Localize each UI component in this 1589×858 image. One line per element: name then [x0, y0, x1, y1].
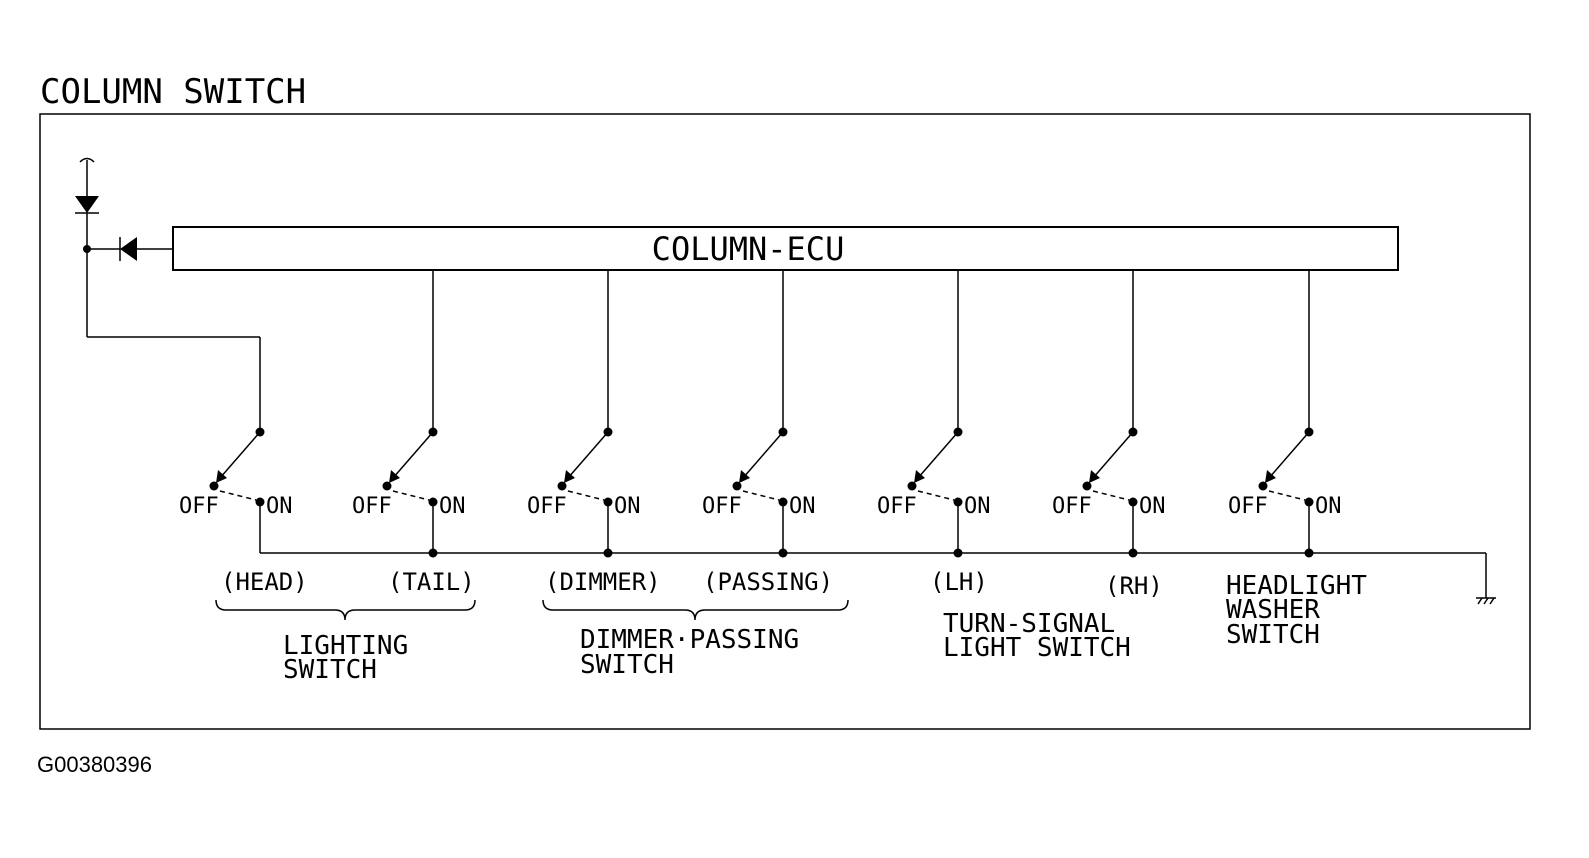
switch-off-contact-6 [1082, 481, 1092, 491]
switch-off-label-2: OFF [352, 494, 392, 519]
group-lighting-line1: LIGHTING [283, 631, 408, 661]
dimmer-passing-brace [542, 599, 849, 621]
label-rh: (RH) [1105, 572, 1163, 600]
switch-off-label-5: OFF [877, 494, 917, 519]
label-tail: (TAIL) [388, 568, 475, 596]
diode-left-icon [120, 237, 137, 261]
switch-off-label-1: OFF [179, 494, 219, 519]
switch-link-3 [567, 490, 605, 501]
diode-down-icon [75, 196, 99, 213]
label-dimmer: (DIMMER) [545, 568, 661, 596]
group-washer-line2: WASHER [1226, 595, 1320, 625]
switch-blade-5 [917, 431, 959, 479]
switch-link-5 [917, 490, 955, 501]
switch-on-label-2: ON [439, 494, 466, 519]
label-head: (HEAD) [221, 568, 308, 596]
lighting-brace [215, 599, 476, 621]
switch-array: OFF ON OFF ON OFF ON OFF ON OFF ON OFF ON OFF ON [179, 270, 1342, 558]
group-dimmer-passing-line1: DIMMER·PASSING [580, 625, 799, 655]
switch-on-label-5: ON [964, 494, 991, 519]
switch-off-contact-3 [557, 481, 567, 491]
group-washer-line3: SWITCH [1226, 620, 1320, 650]
switch-link-4 [742, 490, 780, 501]
switch-arrow-icon [564, 470, 575, 483]
figure-id: G00380396 [37, 752, 152, 777]
switch-on-label-3: ON [614, 494, 641, 519]
switch-link-7 [1268, 490, 1306, 501]
ecu-label: COLUMN-ECU [652, 230, 845, 268]
switch-on-label-1: ON [266, 494, 293, 519]
switch-blade-6 [1092, 431, 1134, 479]
switch-off-label-6: OFF [1052, 494, 1092, 519]
switch-link-6 [1092, 490, 1130, 501]
group-turn-signal-line1: TURN-SIGNAL [943, 609, 1115, 639]
switch-blade-4 [742, 431, 784, 479]
switch-arrow-icon [739, 470, 750, 483]
switch-blade-3 [567, 431, 609, 479]
switch-on-label-4: ON [789, 494, 816, 519]
ground-bus [260, 552, 1496, 605]
group-dimmer-passing-line2: SWITCH [580, 650, 674, 680]
switch-off-contact-7 [1258, 481, 1268, 491]
switch-off-label-7: OFF [1228, 494, 1268, 519]
switch-link-2 [392, 490, 430, 501]
group-lighting-line2: SWITCH [283, 655, 377, 685]
switch-off-label-4: OFF [702, 494, 742, 519]
group-turn-signal-line2: LIGHT SWITCH [943, 633, 1131, 663]
switch-on-label-7: ON [1315, 494, 1342, 519]
switch-blade-7 [1268, 431, 1310, 479]
switch-blade-2 [392, 431, 434, 479]
group-washer-line1: HEADLIGHT [1226, 571, 1367, 601]
switch-off-contact-1 [209, 481, 219, 491]
switch-arrow-icon [1089, 470, 1100, 483]
switch-arrow-icon [1265, 470, 1276, 483]
label-passing: (PASSING) [703, 568, 833, 596]
switch-off-contact-2 [382, 481, 392, 491]
diagram-title: COLUMN SWITCH [40, 72, 306, 112]
switch-link-1 [219, 490, 257, 501]
switch-on-label-6: ON [1139, 494, 1166, 519]
label-lh: (LH) [930, 568, 988, 596]
switch-blade-1 [219, 431, 261, 479]
switch-arrow-icon [389, 470, 400, 483]
switch-off-label-3: OFF [527, 494, 567, 519]
switch-frame [39, 113, 1531, 730]
switch-off-contact-5 [907, 481, 917, 491]
switch-arrow-icon [216, 470, 227, 483]
power-input [75, 157, 261, 432]
switch-arrow-icon [914, 470, 925, 483]
switch-off-contact-4 [732, 481, 742, 491]
